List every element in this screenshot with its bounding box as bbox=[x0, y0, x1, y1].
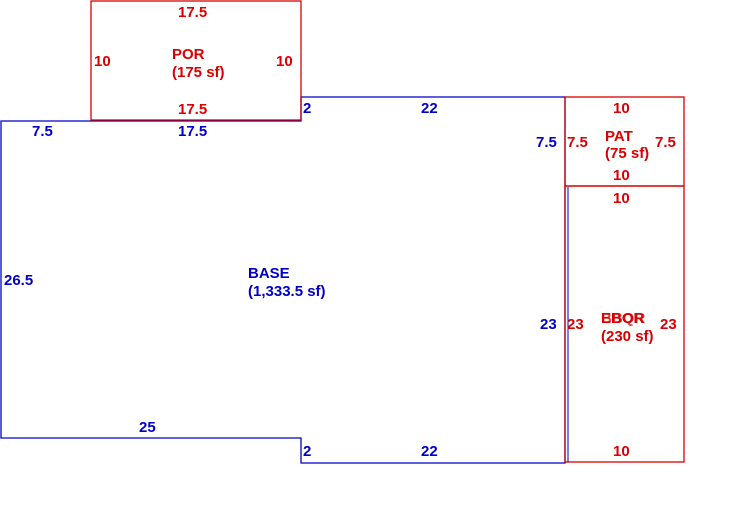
ebor-outline bbox=[564, 185, 685, 463]
base-dim-right-lower: 23 bbox=[540, 316, 557, 333]
base-dim-top-left: 7.5 bbox=[32, 123, 53, 140]
ebor-size: (230 sf) bbox=[601, 328, 654, 345]
base-dim-top-mid: 17.5 bbox=[178, 123, 207, 140]
base-dim-bottom-left: 25 bbox=[139, 419, 156, 436]
ebor-name-a: EBOR bbox=[601, 310, 645, 327]
por-dim-bottom: 17.5 bbox=[178, 101, 207, 118]
pat-name: PAT bbox=[605, 128, 633, 145]
base-dim-notch-bottom: 2 bbox=[303, 443, 311, 460]
base-dim-top-right: 22 bbox=[421, 100, 438, 117]
pat-dim-top: 10 bbox=[613, 100, 630, 117]
ebor-dim-top: 10 bbox=[613, 190, 630, 207]
por-size: (175 sf) bbox=[172, 64, 225, 81]
ebor-dim-left: 23 bbox=[567, 316, 584, 333]
por-dim-top: 17.5 bbox=[178, 4, 207, 21]
base-dim-bottom-right: 22 bbox=[421, 443, 438, 460]
pat-dim-bottom: 10 bbox=[613, 167, 630, 184]
base-dim-left: 26.5 bbox=[4, 272, 33, 289]
base-dim-right-upper: 7.5 bbox=[536, 134, 557, 151]
ebor-dim-right: 23 bbox=[660, 316, 677, 333]
ebor-dim-bottom: 10 bbox=[613, 443, 630, 460]
ebor-name-b: BBQR bbox=[601, 310, 645, 327]
por-dim-right: 10 bbox=[276, 53, 293, 70]
base-name: BASE bbox=[248, 265, 290, 282]
por-outline bbox=[90, 0, 302, 121]
base-size: (1,333.5 sf) bbox=[248, 283, 326, 300]
pat-dim-right: 7.5 bbox=[655, 134, 676, 151]
pat-dim-left: 7.5 bbox=[567, 134, 588, 151]
por-dim-left: 10 bbox=[94, 53, 111, 70]
pat-size: (75 sf) bbox=[605, 145, 649, 162]
base-dim-notch-top: 2 bbox=[303, 100, 311, 117]
por-name: POR bbox=[172, 46, 205, 63]
